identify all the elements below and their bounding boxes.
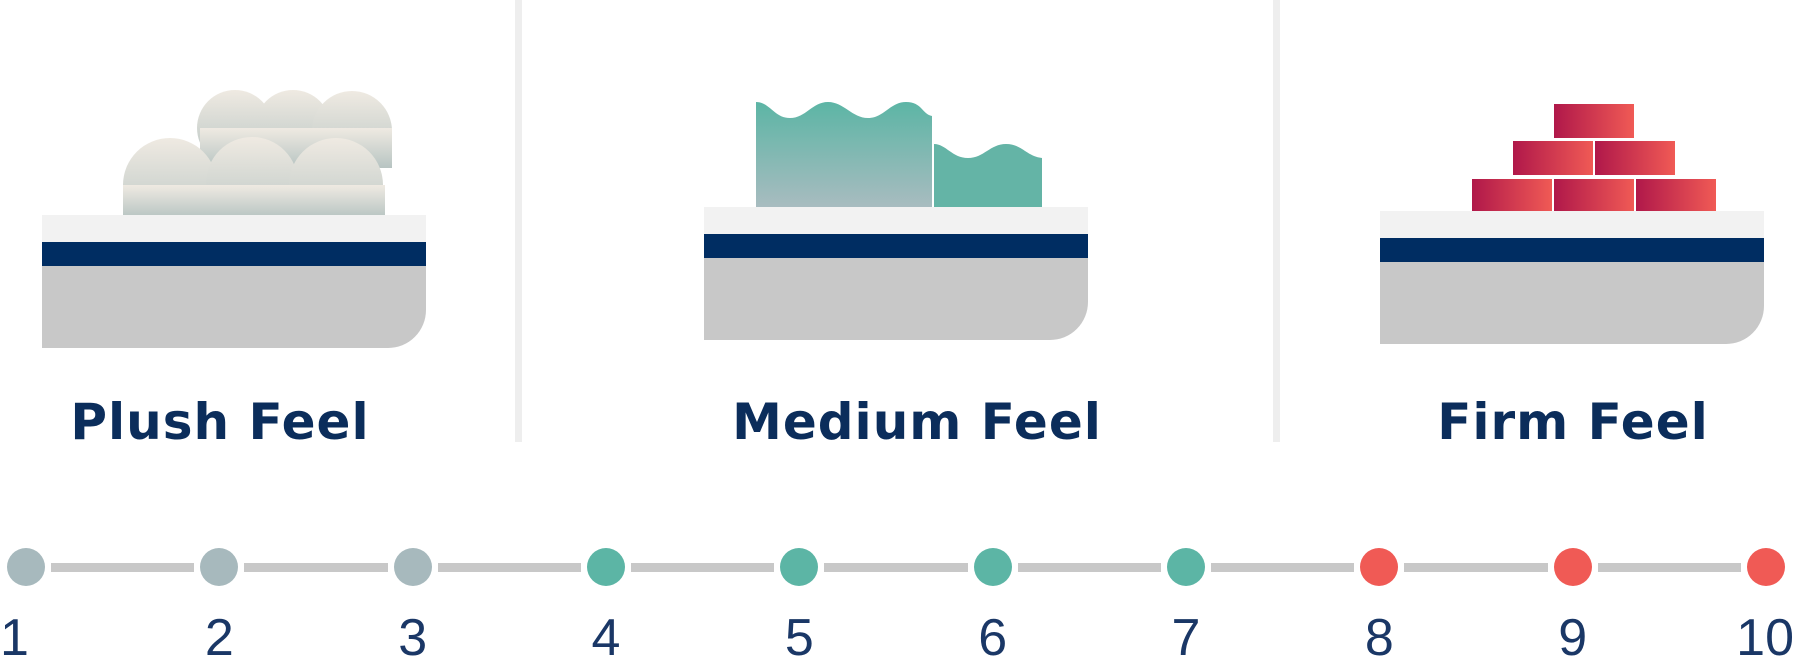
scale-number-2: 2 (204, 609, 234, 667)
scale-track-segment (51, 563, 195, 572)
scale-point-2 (200, 548, 239, 586)
scale-track-segment (1017, 563, 1161, 572)
scale-number-9: 9 (1558, 609, 1588, 667)
scale-number-6: 6 (978, 609, 1008, 667)
scale-track-segment (437, 563, 581, 572)
mattress-icon (704, 207, 1088, 340)
plush-mattress-illustration (42, 90, 426, 348)
scale-number-4: 4 (591, 609, 621, 667)
scale-point-5 (780, 548, 819, 586)
scale-number-10: 10 (1736, 609, 1794, 667)
medium-feel-panel: Medium Feel (522, 0, 1272, 451)
firm-feel-panel: Firm Feel (1278, 0, 1794, 451)
scale-point-4 (587, 548, 625, 586)
bricks-icon (1472, 104, 1716, 213)
scale-track-segment (1404, 563, 1548, 572)
clouds-icon (123, 90, 392, 232)
scale-track-segment (1211, 563, 1355, 572)
divider (515, 0, 522, 442)
firm-feel-label: Firm Feel (1437, 393, 1709, 451)
scale-track-segment (824, 563, 968, 572)
medium-feel-label: Medium Feel (732, 393, 1102, 451)
scale-point-10 (1747, 548, 1785, 586)
scale-number-5: 5 (784, 609, 814, 667)
medium-mattress-illustration (704, 102, 1088, 340)
scale-track-segment (244, 563, 388, 572)
mattress-icon (42, 215, 426, 348)
scale-point-9 (1553, 548, 1592, 586)
scale-point-8 (1360, 548, 1399, 586)
scale-number-8: 8 (1364, 609, 1394, 667)
foam-waves-icon (756, 102, 1042, 208)
firm-mattress-illustration (1380, 104, 1764, 344)
scale-track-segment (1597, 563, 1741, 572)
mattress-icon (1380, 211, 1764, 344)
scale-number-3: 3 (398, 609, 428, 667)
divider (1273, 0, 1280, 442)
scale-track-segment (631, 563, 775, 572)
scale-point-7 (1167, 548, 1205, 586)
scale-number-1: 1 (0, 609, 29, 667)
plush-feel-panel: Plush Feel (0, 0, 516, 451)
scale-point-1 (7, 548, 45, 586)
plush-feel-label: Plush Feel (70, 393, 370, 451)
scale-number-7: 7 (1171, 609, 1201, 667)
scale-point-6 (973, 548, 1012, 586)
firmness-scale: 1 2 3 4 5 6 7 8 9 10 (0, 530, 1794, 666)
scale-point-3 (393, 548, 432, 586)
